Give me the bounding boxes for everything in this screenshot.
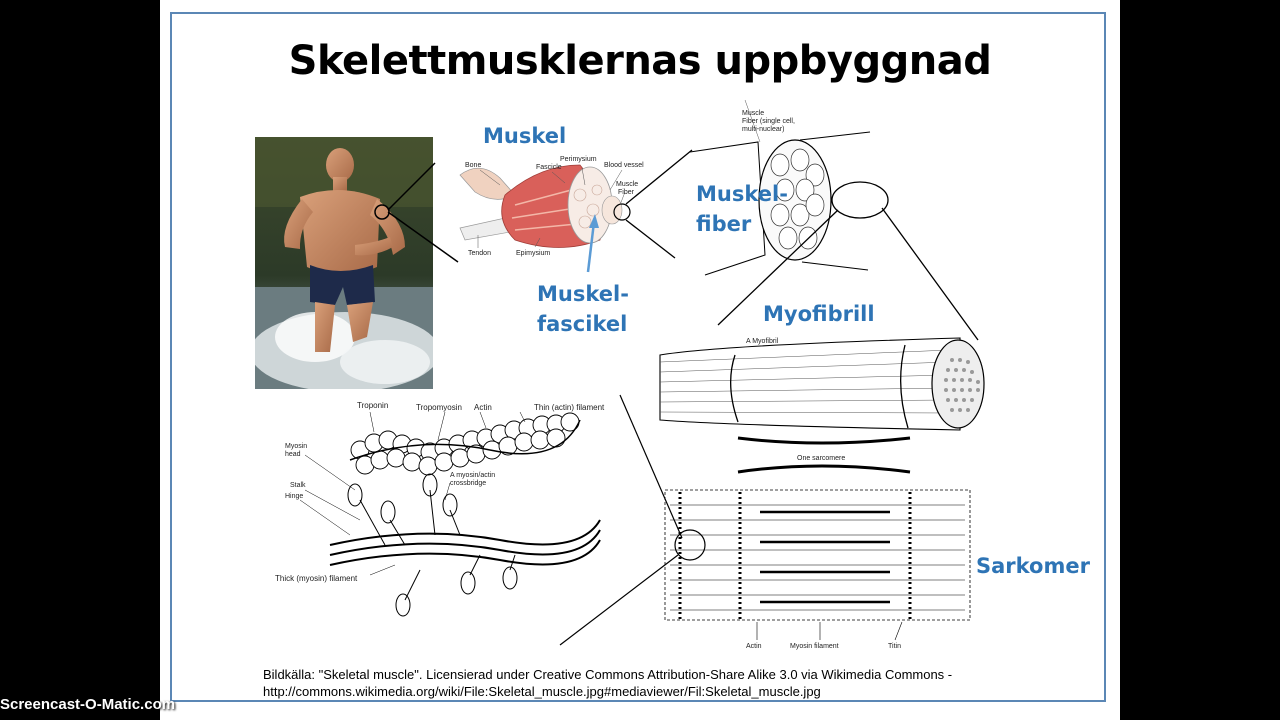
- label-myofibrill: Myofibrill: [763, 302, 875, 326]
- slide-title: Skelettmusklernas uppbyggnad: [288, 38, 992, 84]
- diagram-label-epimysium: Epimysium: [516, 250, 551, 257]
- diagram-label-muscle-title-1: Muscle: [742, 110, 765, 117]
- muscle-diagram: [299, 99, 985, 646]
- diagram-label-myosin-filament: Myosin filament: [790, 643, 839, 650]
- diagram-label-bone: Bone: [465, 162, 482, 169]
- caption-line-2[interactable]: http://commons.wikimedia.org/wiki/File:S…: [263, 684, 821, 699]
- label-muskelfascikel-line2: fascikel: [537, 312, 628, 336]
- diagram-label-tendon: Tendon: [468, 250, 491, 257]
- diagram-label-blood-vessel: Blood vessel: [604, 162, 644, 169]
- label-sarkomer: Sarkomer: [976, 554, 1090, 578]
- diagram-label-perimysium: Perimysium: [560, 156, 597, 163]
- diagram-label-hinge: Hinge: [285, 493, 304, 500]
- diagram-label-myosin-head-1: Myosin: [285, 443, 308, 450]
- diagram-label-titin: Titin: [888, 643, 901, 650]
- diagram-label-muscle-fiber-2: Fiber: [618, 189, 634, 196]
- runner-photo: [255, 137, 433, 389]
- diagram-label-thick-filament: Thick (myosin) filament: [275, 574, 358, 583]
- slide: Skelettmusklernas uppbyggnad: [160, 0, 1120, 720]
- muscle-illustration: [459, 149, 693, 259]
- diagram-label-muscle-title-2: Fiber (single cell,: [742, 118, 795, 125]
- watermark-logo: Screencast-O-Matic.com: [0, 696, 176, 713]
- diagram-label-tropomyosin: Tropomyosin: [416, 403, 462, 412]
- diagram-label-fascicle: Fascicle: [536, 164, 562, 171]
- muscle-fiber-illustration: [689, 99, 979, 341]
- diagram-label-myosin-head-2: head: [285, 451, 301, 458]
- diagram-label-troponin: Troponin: [357, 401, 389, 410]
- diagram-label-actin: Actin: [474, 403, 492, 412]
- label-muskelfiber-line1: Muskel-: [696, 182, 788, 206]
- diagram-label-thin-filament: Thin (actin) filament: [534, 403, 605, 412]
- label-muskelfiber-line2: fiber: [696, 212, 752, 236]
- caption-line-1: Bildkälla: "Skeletal muscle". Licensiera…: [263, 667, 953, 682]
- label-muskelfascikel-line1: Muskel-: [537, 282, 629, 306]
- diagram-label-crossbridge-1: A myosin/actin: [450, 472, 496, 479]
- diagram-label-one-sarcomere: One sarcomere: [797, 455, 846, 462]
- diagram-label-actin-bottom: Actin: [746, 643, 762, 650]
- slide-frame: [170, 12, 1106, 702]
- diagram-label-crossbridge-2: crossbridge: [450, 480, 487, 487]
- image-source-caption: Bildkälla: "Skeletal muscle". Licensiera…: [263, 666, 952, 700]
- label-muskel: Muskel: [483, 124, 567, 148]
- myofibril-illustration: [619, 337, 985, 539]
- diagram-label-a-myofibril: A Myofibril: [746, 338, 779, 345]
- diagram-label-muscle-fiber-1: Muscle: [616, 181, 639, 188]
- filament-illustration: [299, 411, 601, 617]
- sarcomere-illustration: [559, 489, 971, 646]
- diagram-label-stalk: Stalk: [290, 482, 306, 489]
- diagram-label-muscle-title-3: multi-nuclear): [742, 126, 785, 133]
